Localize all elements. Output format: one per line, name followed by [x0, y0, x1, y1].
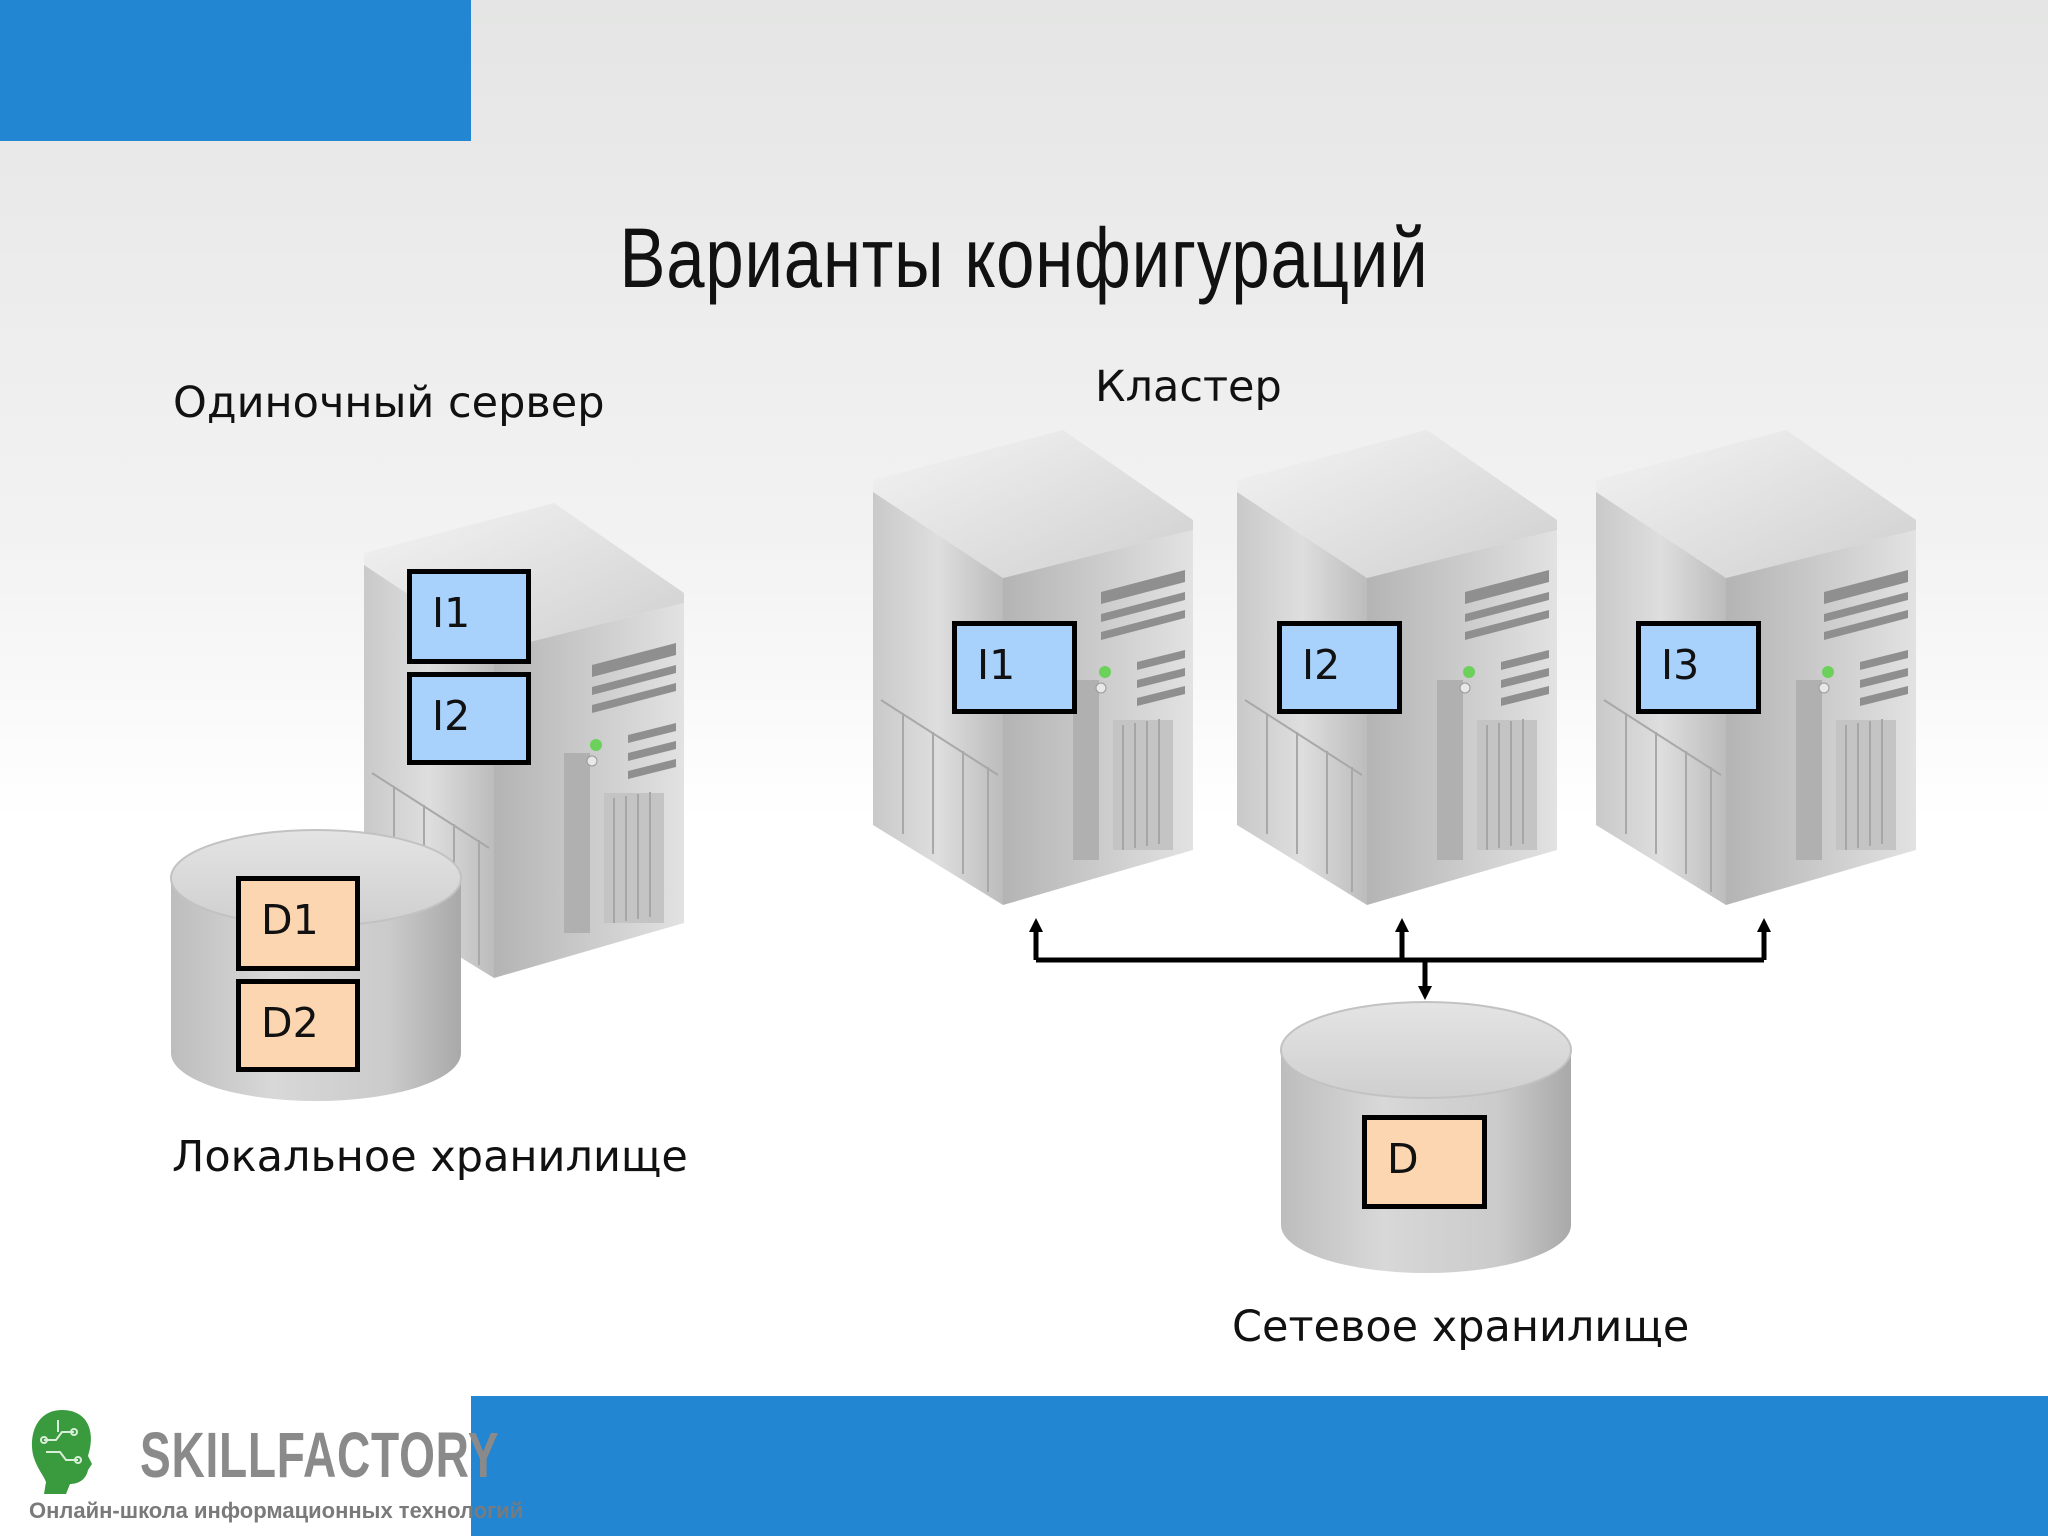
bottom-accent-bar [471, 1396, 2048, 1536]
cluster-instance-box: I3 [1636, 621, 1761, 714]
cluster-instance-box: I2 [1277, 621, 1402, 714]
top-accent-bar [0, 0, 471, 141]
skillfactory-logo-icon [32, 1410, 92, 1494]
interconnect-lines [1033, 930, 1767, 988]
arrow-up-icon [1757, 918, 1771, 932]
arrow-up-icon [1029, 918, 1043, 932]
logo-name: SKILLFACTORY [140, 1419, 500, 1491]
cluster-instance-box: I1 [952, 621, 1077, 714]
single-server-heading: Одиночный сервер [173, 378, 605, 428]
slide-title: Варианты конфигураций [619, 211, 1429, 305]
cluster-heading: Кластер [1095, 362, 1282, 412]
single-instance-box: I2 [407, 672, 531, 765]
arrow-down-icon [1418, 986, 1432, 1000]
network-datafile-box: D [1362, 1115, 1487, 1209]
local-storage-label: Локальное хранилище [172, 1132, 688, 1182]
logo-tagline: Онлайн-школа информационных технологий [29, 1498, 524, 1523]
arrow-up-icon [1395, 918, 1409, 932]
single-instance-box: I1 [407, 569, 531, 664]
local-datafile-box: D1 [236, 876, 360, 971]
local-datafile-box: D2 [236, 979, 360, 1072]
network-storage-label: Сетевое хранилище [1232, 1302, 1690, 1352]
